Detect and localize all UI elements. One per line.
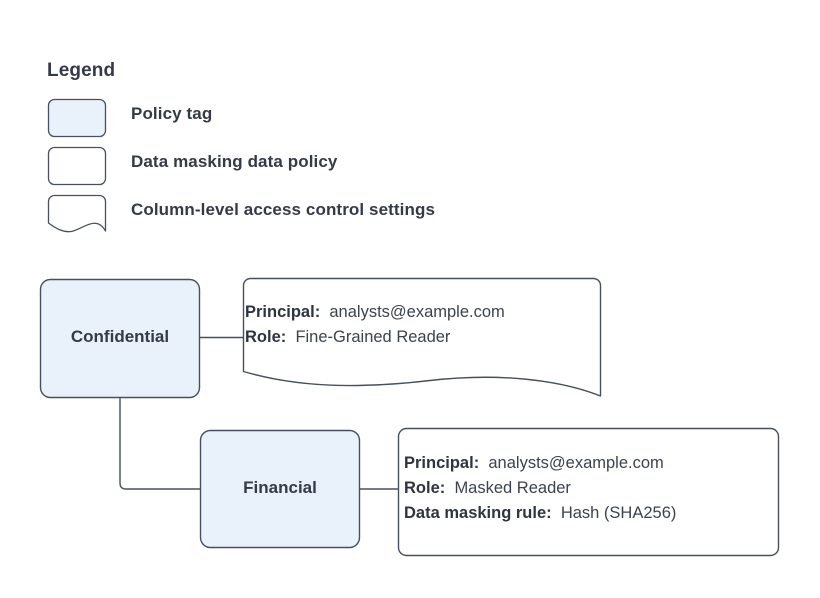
callout-row-key: Role: (245, 328, 291, 346)
callout-row: Principal: analysts@example.com (245, 300, 505, 325)
node-label-confidential: Confidential (70, 327, 170, 346)
legend-swatch-policy-tag (47, 98, 107, 138)
callout-row: Role: Fine-Grained Reader (245, 325, 505, 350)
callout-confidential-shape[interactable] (242, 277, 602, 397)
node-financial-shape[interactable] (199, 429, 361, 549)
legend-label-data-masking-policy: Data masking data policy (131, 152, 338, 171)
callout-row: Role: Masked Reader (404, 476, 676, 501)
legend-title: Legend (47, 60, 116, 81)
callout-row-value: analysts@example.com (488, 454, 664, 472)
legend-label-policy-tag: Policy tag (131, 104, 213, 123)
edge-confidential-to-financial (119, 398, 200, 490)
callout-row-value: analysts@example.com (329, 303, 505, 321)
callout-financial-shape[interactable] (397, 427, 780, 557)
callout-financial-text: Principal: analysts@example.com Role: Ma… (404, 451, 676, 526)
callout-row-value: Hash (SHA256) (560, 504, 677, 522)
callout-row-key: Principal: (245, 303, 325, 321)
callout-row: Data masking rule: Hash (SHA256) (404, 501, 676, 526)
legend-swatch-data-masking-policy (47, 146, 107, 186)
callout-row-value: Masked Reader (454, 479, 571, 497)
node-confidential-shape[interactable] (39, 278, 201, 399)
legend-swatch-column-level-access (47, 194, 107, 233)
callout-row-value: Fine-Grained Reader (295, 328, 451, 346)
callout-row: Principal: analysts@example.com (404, 451, 676, 476)
legend-label-column-level-access: Column-level access control settings (131, 200, 436, 219)
callout-row-key: Data masking rule: (404, 504, 557, 522)
callout-confidential-text: Principal: analysts@example.com Role: Fi… (245, 300, 505, 350)
callout-row-key: Principal: (404, 454, 484, 472)
node-label-financial: Financial (243, 478, 317, 497)
callout-row-key: Role: (404, 479, 450, 497)
